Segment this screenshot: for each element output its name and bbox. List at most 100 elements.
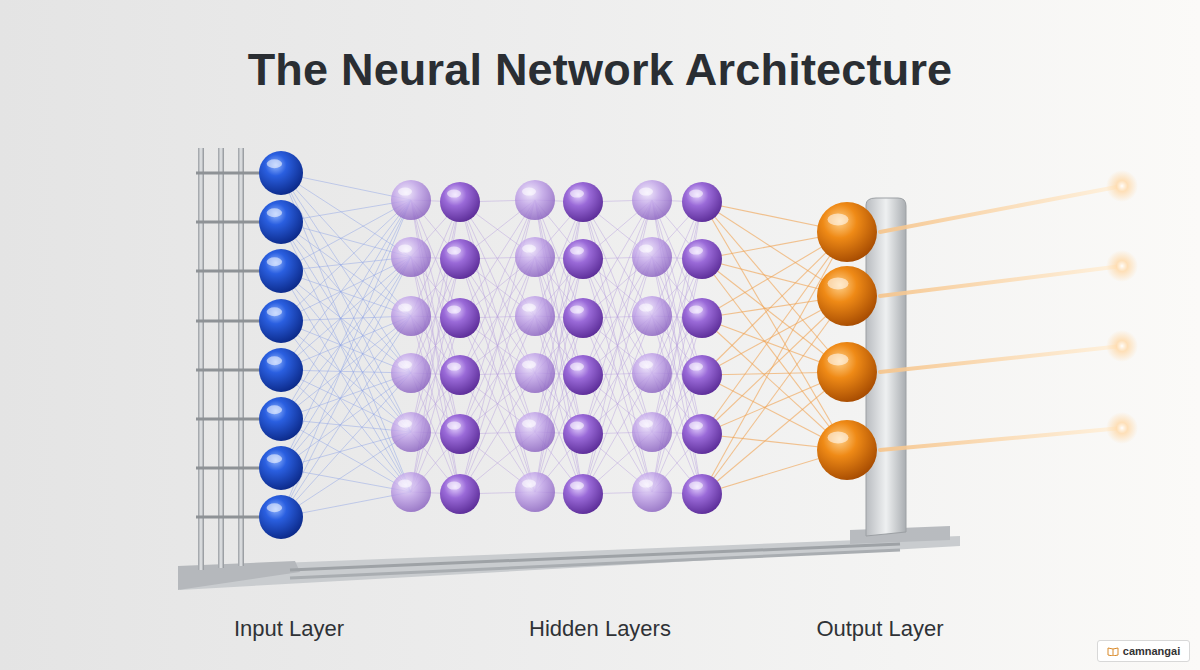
hidden-neuron	[515, 472, 555, 512]
sphere-highlight	[267, 208, 282, 217]
sphere-highlight	[267, 454, 282, 463]
sphere-highlight	[639, 245, 653, 253]
hidden-neuron	[563, 355, 603, 395]
support-rail	[218, 148, 224, 568]
layer-label: Output Layer	[730, 616, 1030, 642]
sphere-body	[515, 237, 555, 277]
sphere-body	[632, 180, 672, 220]
sphere-body	[515, 412, 555, 452]
sphere-highlight	[639, 361, 653, 369]
hidden-neuron	[440, 239, 480, 279]
sphere-highlight	[267, 307, 282, 316]
hidden-neuron	[515, 237, 555, 277]
beam-glow	[1106, 170, 1138, 202]
diagram-title: The Neural Network Architecture	[0, 44, 1200, 96]
input-neuron	[259, 249, 303, 293]
sphere-body	[563, 239, 603, 279]
hidden-neuron	[563, 239, 603, 279]
input-neuron	[259, 397, 303, 441]
sphere-highlight	[267, 356, 282, 365]
input-neuron	[259, 348, 303, 392]
sphere-highlight	[639, 304, 653, 312]
hidden-neuron	[632, 353, 672, 393]
base-rail	[290, 544, 900, 570]
sphere-body	[440, 239, 480, 279]
sphere-highlight	[522, 245, 536, 253]
base-rail	[290, 550, 900, 578]
badge-icon	[1107, 646, 1119, 656]
light-beam	[880, 428, 1122, 450]
sphere-body	[817, 420, 877, 480]
synapse-wire	[460, 200, 535, 375]
sphere-highlight	[689, 306, 703, 314]
hidden-neuron	[563, 474, 603, 514]
sphere-highlight	[639, 480, 653, 488]
hidden-neuron	[515, 412, 555, 452]
sphere-body	[440, 355, 480, 395]
sphere-body	[682, 298, 722, 338]
support-rail	[198, 148, 204, 570]
sphere-body	[563, 414, 603, 454]
sphere-highlight	[267, 257, 282, 266]
hidden-neuron	[682, 474, 722, 514]
sphere-body	[682, 182, 722, 222]
hidden-neuron	[682, 414, 722, 454]
hidden-neuron	[632, 412, 672, 452]
sphere-highlight	[689, 247, 703, 255]
sphere-body	[515, 180, 555, 220]
hidden-neuron	[632, 296, 672, 336]
output-neuron	[817, 342, 877, 402]
synapse-wire	[411, 318, 460, 492]
sphere-body	[440, 474, 480, 514]
output-neuron	[817, 420, 877, 480]
layer-label: Input Layer	[139, 616, 439, 642]
sphere-body	[515, 353, 555, 393]
synapse-wire	[460, 316, 535, 494]
sphere-highlight	[570, 247, 584, 255]
sphere-highlight	[639, 420, 653, 428]
hidden-neuron	[391, 237, 431, 277]
sphere-body	[259, 348, 303, 392]
sphere-highlight	[522, 420, 536, 428]
sphere-highlight	[398, 245, 412, 253]
input-neuron	[259, 299, 303, 343]
sphere-highlight	[689, 190, 703, 198]
sphere-body	[817, 266, 877, 326]
sphere-body	[391, 353, 431, 393]
sphere-body	[391, 412, 431, 452]
synapse-wire	[702, 232, 847, 434]
input-neuron	[259, 151, 303, 195]
sphere-highlight	[447, 482, 461, 490]
hidden-neuron	[391, 353, 431, 393]
sphere-highlight	[522, 304, 536, 312]
sphere-highlight	[570, 306, 584, 314]
light-beam	[880, 346, 1122, 372]
hidden-neuron	[632, 472, 672, 512]
input-neuron	[259, 446, 303, 490]
sphere-highlight	[267, 159, 282, 168]
sphere-highlight	[447, 190, 461, 198]
sphere-body	[682, 414, 722, 454]
sphere-highlight	[398, 304, 412, 312]
hidden-neuron	[682, 355, 722, 395]
hidden-neuron	[515, 296, 555, 336]
sphere-body	[515, 296, 555, 336]
hidden-neuron	[391, 180, 431, 220]
sphere-highlight	[522, 188, 536, 196]
sphere-highlight	[570, 422, 584, 430]
hidden-neuron	[391, 472, 431, 512]
sphere-body	[259, 299, 303, 343]
sphere-body	[632, 472, 672, 512]
sphere-highlight	[522, 480, 536, 488]
hidden-neuron	[440, 355, 480, 395]
stand-base	[180, 536, 960, 590]
sphere-body	[259, 200, 303, 244]
sphere-highlight	[570, 190, 584, 198]
input-neuron	[259, 495, 303, 539]
sphere-highlight	[570, 363, 584, 371]
output-neuron	[817, 202, 877, 262]
hidden-neuron	[391, 412, 431, 452]
sphere-body	[682, 239, 722, 279]
hidden-neuron	[515, 353, 555, 393]
